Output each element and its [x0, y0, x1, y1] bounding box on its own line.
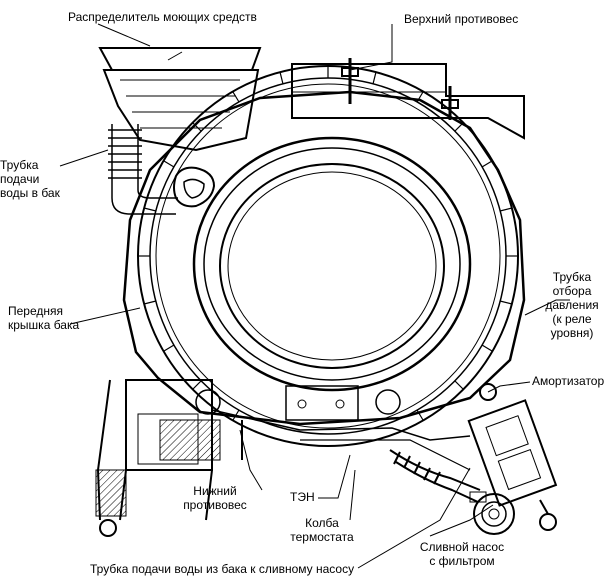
top-counterweight: [291, 58, 525, 140]
fill-pipe-bellows: [108, 124, 216, 215]
tank-body: [122, 65, 526, 447]
label-drain-pipe: Трубка подачи воды из бака к сливному на…: [90, 562, 355, 576]
label-dispenser: Распределитель моющих средств: [68, 10, 257, 24]
lower-assembly: [125, 379, 471, 471]
label-top-counterweight: Верхний противовес: [404, 12, 519, 26]
label-heater: ТЭН: [290, 490, 315, 504]
detergent-dispenser: [98, 47, 262, 152]
door-opening: [192, 136, 472, 392]
shock-absorber: [467, 383, 558, 531]
drain-pump: [389, 449, 515, 535]
leader-lines: [59, 23, 570, 569]
label-shock-absorber: Амортизатор: [532, 374, 605, 388]
left-legs: [95, 379, 213, 537]
